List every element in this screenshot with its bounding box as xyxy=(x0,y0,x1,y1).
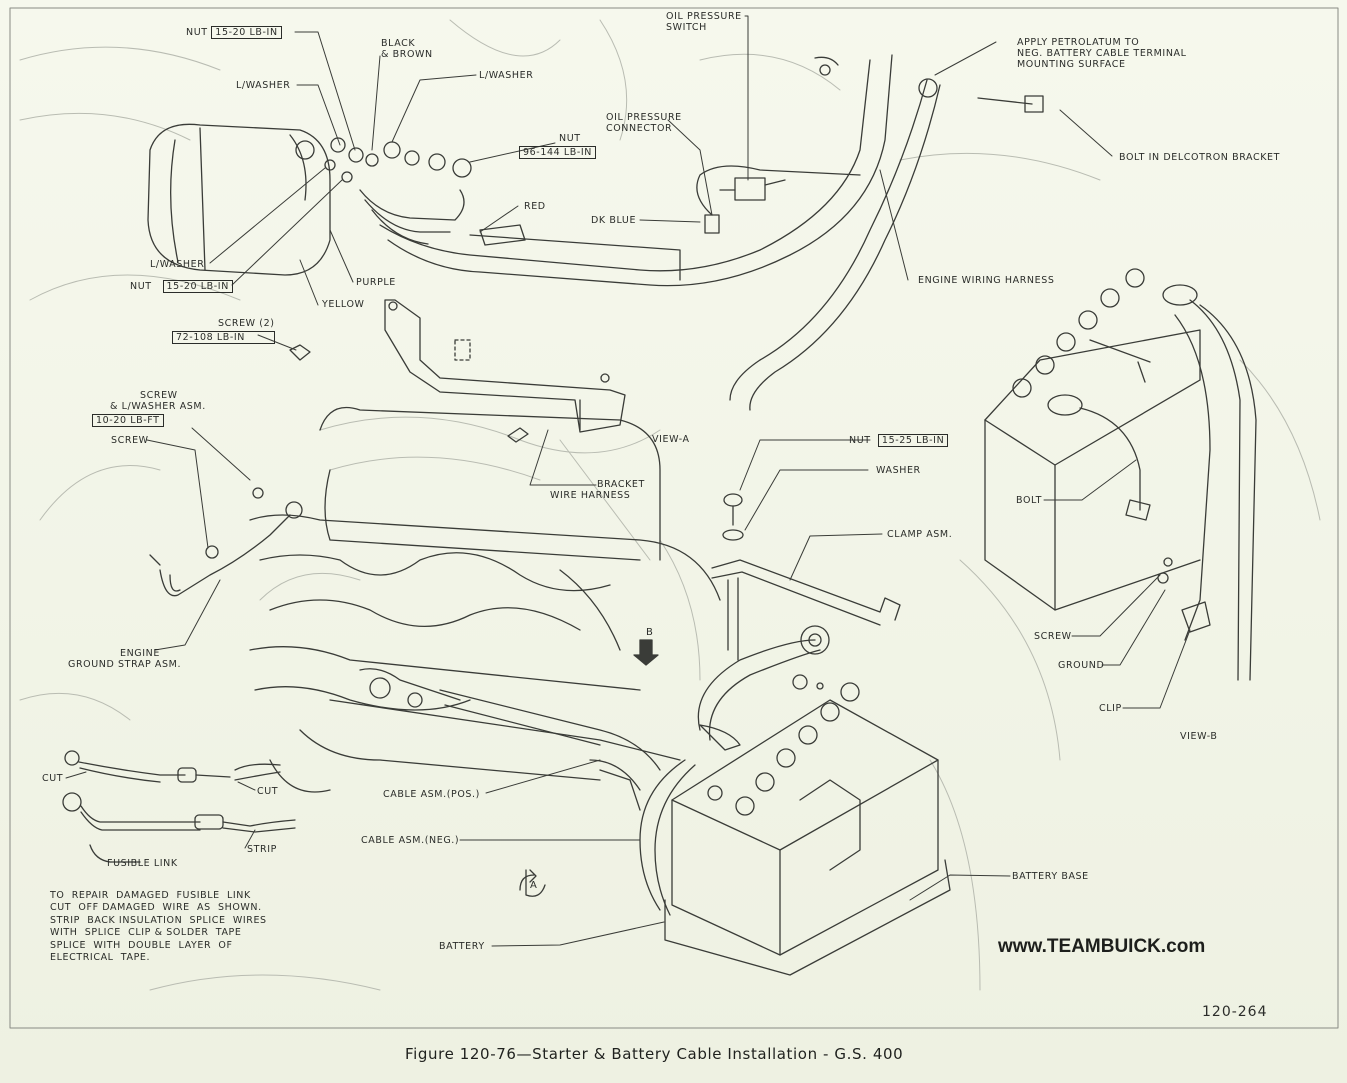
torque-spec-box: 72-108 LB-IN xyxy=(172,331,275,344)
view-b-battery xyxy=(984,268,1257,681)
torque-spec-box: 15-20 LB-IN xyxy=(162,280,233,293)
torque-spec-box: 96-144 LB-IN xyxy=(519,146,597,159)
callout-nut-top: NUT 15-20 LB-IN xyxy=(186,26,282,39)
engine-block xyxy=(249,406,721,793)
battery-cables xyxy=(589,639,821,916)
callout-view-b: VIEW-B xyxy=(1180,731,1218,742)
callout-nut-clamp: NUT 15-25 LB-IN xyxy=(849,434,949,447)
torque-spec-box: 15-25 LB-IN xyxy=(877,434,949,447)
callout-view-a: VIEW-A xyxy=(652,434,690,445)
view-a-marker: A xyxy=(530,880,538,891)
callout-strip: STRIP xyxy=(247,844,277,855)
callout-nut-lower: NUT 15-20 LB-IN xyxy=(130,280,233,293)
torque-spec-box: 10-20 LB-FT xyxy=(92,414,164,427)
wire-harness-bracket xyxy=(289,299,626,443)
callout-clamp-asm: CLAMP ASM. xyxy=(887,529,953,540)
oil-pressure-switch xyxy=(696,165,861,234)
callout-screw-2: SCREW (2)72-108 LB-IN xyxy=(172,318,275,344)
callout-cable-pos: CABLE ASM.(POS.) xyxy=(383,789,480,800)
watermark-url: www.TEAMBUICK.com xyxy=(998,936,1206,957)
callout-bolt-view-b: BOLT xyxy=(1016,495,1043,506)
callout-bolt-delcotron: BOLT IN DELCOTRON BRACKET xyxy=(1119,152,1281,163)
callout-dk-blue: DK BLUE xyxy=(591,215,637,226)
callout-black-brown: BLACK& BROWN xyxy=(381,38,433,60)
torque-spec-box: 15-20 LB-IN xyxy=(211,26,282,39)
callout-cut-1: CUT xyxy=(42,773,64,784)
engine-background-sketch xyxy=(19,19,1321,991)
callout-l-washer-lower: L/WASHER xyxy=(150,259,205,270)
callout-cut-2: CUT xyxy=(257,786,279,797)
fusible-link-repair-note: TO REPAIR DAMAGED FUSIBLE LINK CUT OFF D… xyxy=(50,890,267,964)
callout-cable-neg: CABLE ASM.(NEG.) xyxy=(361,835,460,846)
figure-number: 120-264 xyxy=(1202,1004,1268,1020)
engine-ground-strap xyxy=(149,487,303,597)
callout-l-washer-center: L/WASHER xyxy=(479,70,534,81)
callout-red: RED xyxy=(524,201,546,212)
callout-yellow: YELLOW xyxy=(322,299,365,310)
starter-wire-bundle xyxy=(359,54,893,287)
callout-clip-view-b: CLIP xyxy=(1099,703,1122,714)
callout-screw-lwasher-asm: SCREW& L/WASHER ASM.10-20 LB-FT xyxy=(92,390,206,427)
callout-fusible-link: FUSIBLE LINK xyxy=(107,858,178,869)
callout-l-washer-left: L/WASHER xyxy=(236,80,291,91)
clamp-assembly xyxy=(711,493,901,661)
figure-caption: Figure 120-76—Starter & Battery Cable In… xyxy=(405,1045,904,1063)
starter-motor xyxy=(147,123,472,276)
negative-battery-cable xyxy=(729,56,1044,411)
view-markers xyxy=(519,639,659,897)
page-border xyxy=(9,7,1339,1029)
callout-engine-wiring-harness: ENGINE WIRING HARNESS xyxy=(918,275,1055,286)
battery-main xyxy=(664,674,951,976)
leader-lines xyxy=(65,15,1191,947)
callout-battery-base: BATTERY BASE xyxy=(1012,871,1089,882)
callout-purple: PURPLE xyxy=(356,277,396,288)
callout-ground-view-b: GROUND xyxy=(1058,660,1105,671)
callout-screw: SCREW xyxy=(111,435,149,446)
fusible-link-illustration xyxy=(62,750,296,863)
callout-battery: BATTERY xyxy=(439,941,485,952)
view-b-marker: B xyxy=(646,627,654,638)
callout-washer: WASHER xyxy=(876,465,921,476)
callout-screw-view-b: SCREW xyxy=(1034,631,1072,642)
